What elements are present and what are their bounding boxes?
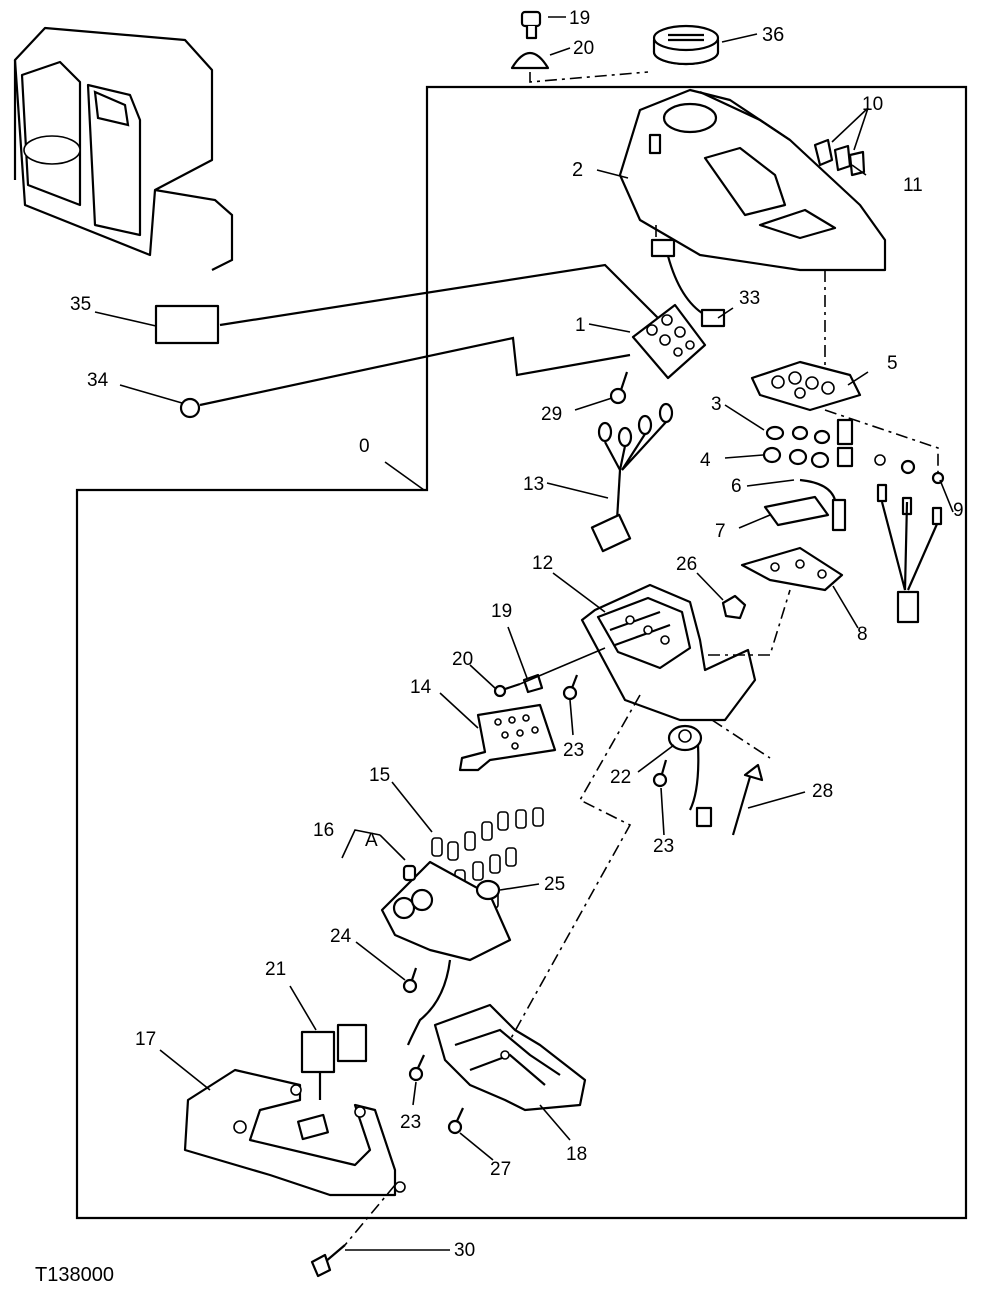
callout-letter-a: A [365, 830, 378, 851]
part-13-bulb-harness [590, 402, 674, 553]
part-33-harness [650, 238, 726, 328]
callout-1: 1 [575, 315, 586, 336]
callout-11: 11 [903, 175, 923, 196]
connector-31-32-frame [529, 71, 649, 83]
leader-A-16 [379, 834, 406, 861]
callout-26: 26 [676, 554, 697, 575]
callout-27: 27 [490, 1159, 511, 1180]
callout-28: 28 [812, 781, 833, 802]
callout-32: 20 [573, 38, 594, 59]
callout-9: 9 [953, 500, 964, 521]
callout-8: 8 [857, 624, 868, 645]
part-20-screw [493, 682, 521, 698]
callout-23-a: 23 [563, 740, 584, 761]
callout-2: 2 [572, 159, 583, 181]
part-6-harness [799, 478, 847, 532]
callout-4: 4 [700, 450, 711, 471]
callout-21: 21 [265, 959, 286, 980]
part-23-screw-a [562, 674, 579, 701]
callout-10: 10 [862, 94, 883, 115]
part-10-knobs [813, 138, 866, 177]
callout-23-c: 23 [400, 1112, 421, 1133]
dash-5-9 [824, 409, 939, 478]
part-35-box [154, 304, 220, 345]
part-14-circuit-board [458, 703, 557, 772]
part-22-rotary-switch [667, 724, 713, 828]
part-5-switch-plate [750, 360, 862, 412]
callout-30: 30 [454, 1240, 475, 1261]
callout-14: 14 [410, 677, 432, 698]
callout-13: 13 [523, 474, 544, 495]
callout-3: 3 [711, 394, 722, 415]
callout-17: 17 [135, 1029, 156, 1050]
part-34-lamp [179, 397, 201, 419]
part-23-screw-b [652, 759, 668, 788]
callout-18: 18 [566, 1144, 587, 1165]
callout-31: 19 [569, 8, 590, 29]
part-18-bottom-cover [433, 1003, 587, 1112]
part-7-bracket [763, 495, 830, 527]
callout-22: 22 [610, 767, 631, 788]
part-17-mounting-bracket [183, 1068, 406, 1197]
part-21-relays [297, 1023, 368, 1141]
assembly-frame [75, 85, 968, 1220]
callout-5: 5 [887, 353, 898, 374]
part-24-screw [402, 967, 418, 994]
callout-20: 20 [452, 649, 473, 670]
part-19-clip [522, 673, 544, 694]
figure-id: T138000 [35, 1264, 114, 1286]
callout-16: 16 [313, 820, 334, 841]
leader-lines [94, 16, 954, 1251]
dash-12-18 [509, 694, 641, 1041]
callout-29: 29 [541, 404, 562, 425]
part-1-switch-panel [631, 303, 707, 380]
part-25-cap [475, 879, 501, 901]
part-36-top-cap [652, 24, 720, 66]
callout-0: 0 [359, 436, 370, 457]
part-29-screw [609, 371, 629, 405]
callout-7: 7 [715, 521, 726, 542]
callout-36: 36 [762, 24, 784, 46]
part-9-harness [876, 471, 945, 624]
callout-23-b: 23 [653, 836, 674, 857]
part-30-bolt [310, 1244, 346, 1278]
callout-24: 24 [330, 926, 352, 947]
part-16-panel [380, 860, 512, 1046]
callout-19: 19 [491, 601, 512, 622]
part-31-knob [520, 10, 542, 40]
callout-34: 34 [87, 370, 109, 391]
part-32-cap [510, 51, 550, 70]
callout-33: 33 [739, 288, 760, 309]
part-26-knob [721, 594, 747, 620]
callout-35: 35 [70, 294, 91, 315]
part-28-lever [731, 763, 764, 836]
callout-15: 15 [369, 765, 390, 786]
part-3-switches [765, 418, 854, 446]
part-12-console-housing [580, 583, 757, 722]
part-8-plate [740, 546, 844, 592]
dash-12-28 [711, 719, 771, 759]
dash-12-8 [708, 589, 791, 656]
callout-12: 12 [532, 553, 553, 574]
bracket-A [341, 829, 381, 859]
leader-34 [199, 336, 631, 407]
cab-illustration [13, 26, 234, 271]
part-2-console-cover [618, 88, 887, 272]
callout-6: 6 [731, 476, 742, 497]
callout-25: 25 [544, 874, 565, 895]
part-23-screw-c [408, 1054, 425, 1082]
part-4-bezels [762, 446, 916, 475]
leader-20-12 [519, 647, 606, 685]
leader-35 [219, 263, 659, 327]
part-27-screw [447, 1107, 464, 1135]
